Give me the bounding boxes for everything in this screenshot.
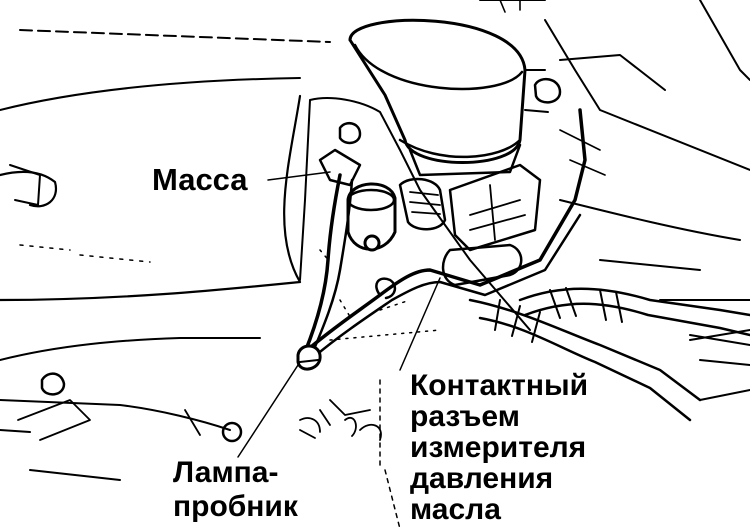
drain-plug — [221, 421, 243, 443]
test-lamp-label-line: Лампа- — [173, 456, 279, 489]
wire-to-connector — [303, 108, 587, 354]
pressure-connector-label: Контактный разъем измерителя давления ма… — [410, 370, 588, 525]
leader-lamp — [237, 361, 301, 458]
pressure-switch-terminal — [363, 234, 381, 252]
oil-filter-body — [348, 18, 527, 164]
block-stipple — [319, 249, 441, 341]
lower-left-lines — [17, 399, 91, 441]
oil-filter-base — [398, 138, 522, 177]
lower-left-bolt — [40, 372, 66, 396]
oil-line-upper — [518, 287, 750, 337]
leader-ground — [267, 171, 331, 181]
wire-harness-main — [303, 173, 342, 354]
test-lamp-label-line: пробник — [173, 490, 298, 523]
wire-harness-second — [310, 178, 354, 356]
hose-clamp-1 — [549, 287, 577, 319]
test-lamp-label: Лампа- пробник — [173, 456, 298, 524]
right-hatching — [499, 0, 606, 176]
mid-left-dashes — [19, 244, 151, 263]
upper-bolt — [533, 77, 562, 104]
lower-center-dashes — [379, 379, 401, 529]
connector-label-line: масла — [410, 493, 501, 526]
connector-label-line: измерителя — [410, 431, 587, 464]
oil-pan-outline — [0, 337, 261, 481]
upper-bolt-hex — [524, 69, 549, 113]
test-lamp-bulb — [296, 344, 322, 371]
sensor-mount-block — [448, 163, 542, 252]
oil-filter-top-rim — [353, 43, 524, 91]
pressure-switch — [346, 182, 397, 251]
lower-hatching — [184, 409, 357, 439]
mount-detail — [469, 184, 526, 241]
connector-label-line: давления — [410, 462, 554, 495]
ground-label-text: Масса — [152, 162, 248, 197]
ground-label: Масса — [152, 164, 248, 195]
lower-center-detail — [299, 399, 382, 441]
connector-label-line: Контактный — [410, 369, 589, 402]
sensor-fins — [409, 191, 441, 215]
left-bracket — [9, 164, 41, 206]
oil-line-lower — [468, 298, 702, 422]
engine-block-face — [299, 97, 531, 331]
upper-body-outline — [0, 77, 301, 111]
right-panel-outline — [559, 199, 750, 346]
ground-bracket — [318, 148, 362, 187]
pressure-sensor-housing — [398, 177, 447, 231]
banjo-fitting — [441, 243, 523, 287]
wire-loop — [375, 277, 397, 300]
oil-line-right — [689, 329, 750, 401]
connector-label-line: разъем — [410, 400, 520, 433]
left-body-panel — [0, 94, 302, 302]
upper-right-structure — [479, 0, 750, 171]
pressure-switch-top — [346, 188, 396, 212]
leader-connector — [399, 277, 441, 371]
top-dashed-edge — [19, 29, 331, 43]
wire-to-connector-second — [313, 213, 582, 358]
hose-clamp-2 — [599, 289, 623, 323]
test-lamp-base — [299, 359, 319, 363]
ground-bolt — [338, 121, 362, 145]
hose-clamp-3 — [494, 299, 541, 343]
